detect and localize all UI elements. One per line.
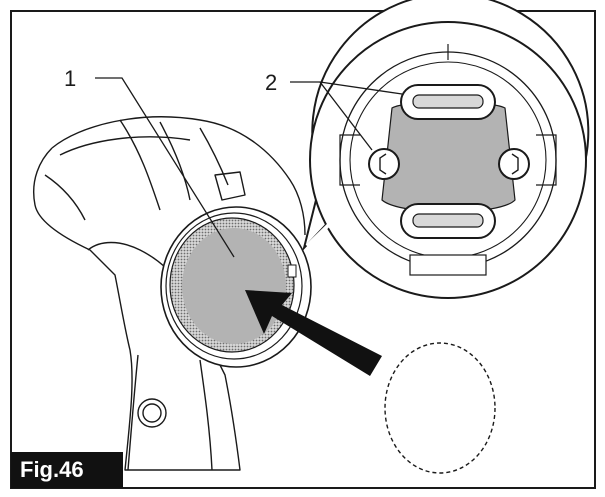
figure-label: Fig.46 bbox=[11, 452, 123, 488]
insert-direction-arrow bbox=[245, 290, 382, 376]
tool-body bbox=[33, 116, 306, 471]
detail-bubble bbox=[302, 0, 590, 299]
callout-1: 1 bbox=[64, 66, 76, 91]
dashed-filter-outline bbox=[384, 342, 496, 474]
leader-lines bbox=[95, 77, 403, 258]
latches bbox=[368, 84, 530, 239]
callout-2: 2 bbox=[265, 70, 277, 95]
